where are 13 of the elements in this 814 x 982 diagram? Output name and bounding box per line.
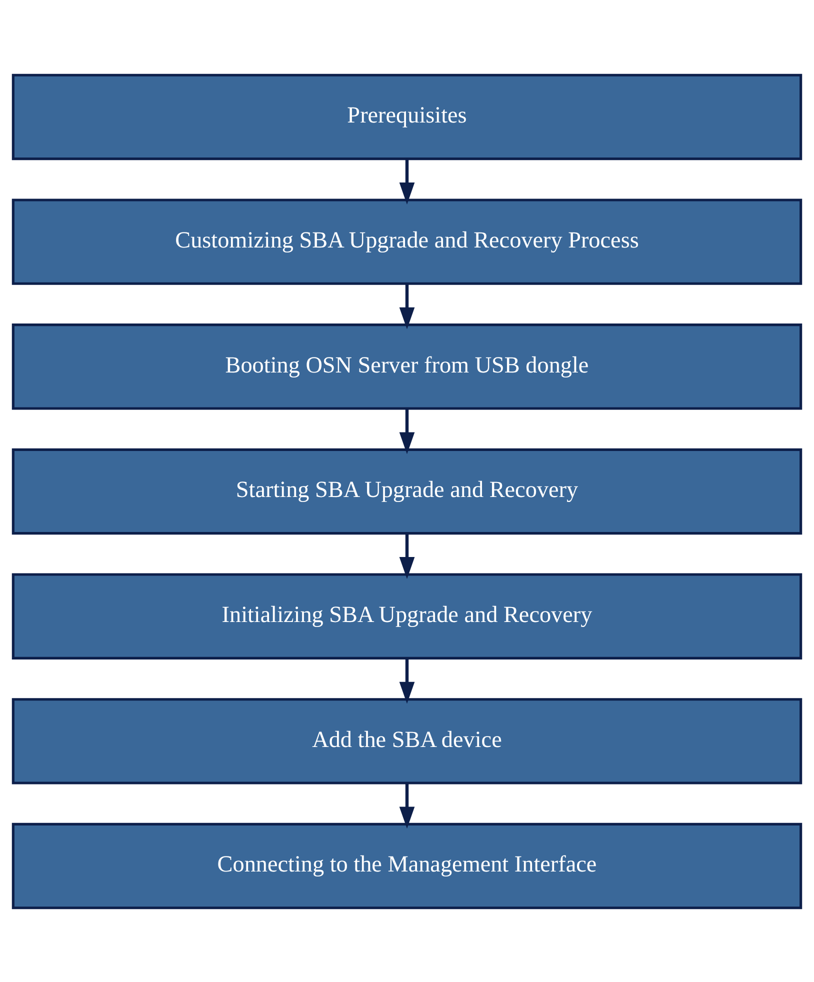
- arrow: [399, 408, 415, 454]
- node-box: Booting OSN Server from USB dongle: [12, 323, 802, 410]
- arrow: [399, 782, 415, 828]
- node-box: Initializing SBA Upgrade and Recovery: [12, 572, 802, 659]
- node-box: Starting SBA Upgrade and Recovery: [12, 448, 802, 534]
- arrow: [399, 533, 415, 578]
- arrow: [399, 158, 415, 204]
- node-box: Prerequisites: [12, 73, 802, 160]
- node-box: Add the SBA device: [12, 698, 802, 784]
- node-box: Customizing SBA Upgrade and Recovery Process: [12, 198, 802, 284]
- arrow: [399, 658, 415, 704]
- arrow: [399, 283, 415, 329]
- node-box: Connecting to the Management Interface: [12, 822, 802, 909]
